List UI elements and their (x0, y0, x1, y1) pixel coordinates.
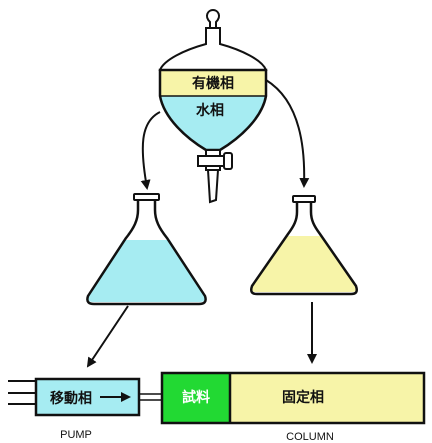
column: 試料 固定相 COLUMN (160, 371, 426, 443)
stopcock-handle (223, 152, 233, 170)
funnel-neck (158, 27, 268, 71)
column-label: COLUMN (286, 431, 334, 443)
organic-flask-outline (249, 198, 359, 296)
sample-label: 試料 (182, 389, 210, 406)
arrow-funnel-to-right-flask (265, 79, 310, 188)
separatory-funnel: 有機相 水相 (158, 8, 268, 204)
aqueous-flask-outline (86, 196, 207, 306)
stationary-phase-zone (230, 373, 424, 423)
arrow-left-flask-to-pump (86, 305, 129, 368)
aqueous-flask-rim (133, 193, 160, 201)
stationary-phase-label: 固定相 (282, 389, 324, 406)
sample-zone (162, 373, 230, 423)
arrow-funnel-to-left-flask (140, 111, 161, 190)
mobile-phase-label: 移動相 (50, 390, 92, 407)
pump: 移動相 PUMP (8, 377, 141, 441)
organic-flask-rim (292, 195, 316, 203)
organic-flask (249, 195, 359, 296)
aqueous-phase-layer (160, 96, 266, 150)
aqueous-phase-label: 水相 (196, 102, 224, 119)
aqueous-flask (86, 193, 207, 306)
funnel-stopper (206, 8, 220, 29)
organic-phase-label: 有機相 (192, 75, 234, 92)
funnel-stem (206, 169, 220, 204)
aqueous-flask-liquid (88, 240, 205, 302)
stopcock-barrel (197, 155, 225, 167)
column-outline (160, 371, 426, 425)
organic-phase-layer (160, 70, 266, 96)
pump-label: PUMP (60, 429, 92, 441)
